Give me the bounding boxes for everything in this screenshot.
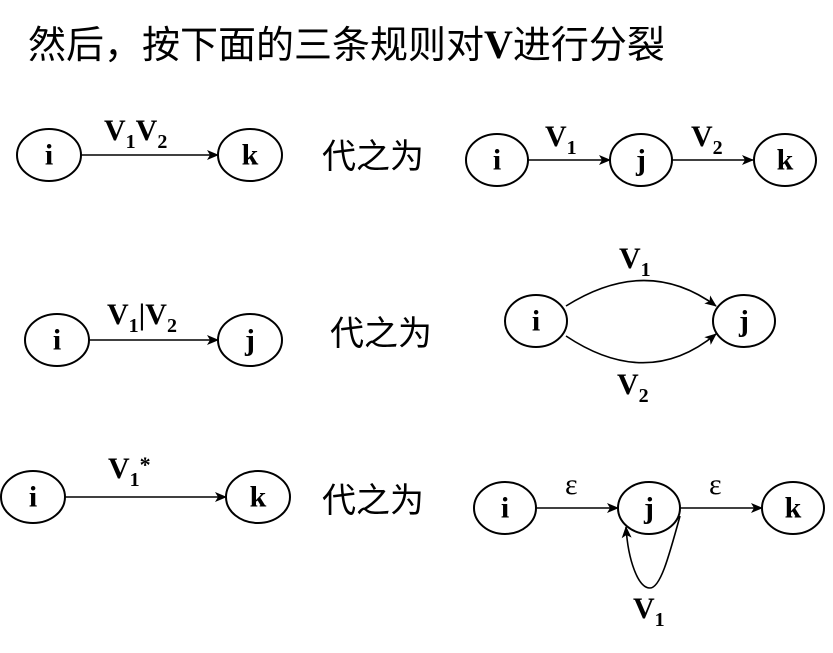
rule-1-lhs-node-k (217, 128, 283, 182)
rule-3: V1* i k 代之为 ε ε V1 i j k (0, 452, 825, 631)
rule-2-rhs: V1 V2 i j (504, 242, 776, 407)
rule-3-lhs-node-i (0, 470, 66, 524)
rule-2-lhs-node-j-label: j (244, 324, 255, 357)
rule-3-rhs-edge-2-label: ε (709, 468, 722, 501)
rule-2-rhs-node-i (504, 294, 568, 348)
rule-3-rhs-node-j-label: j (643, 492, 654, 525)
rule-3-rhs: ε ε V1 i j k (473, 468, 825, 631)
rule-1-rhs-edge-1-label: V1 (545, 120, 577, 159)
rule-3-rhs-loop-edge (621, 515, 681, 589)
rule-1-lhs-node-i-label: i (45, 139, 53, 172)
rule-1-rhs-node-j (609, 133, 673, 187)
page-title: 然后，按下面的三条规则对V进行分裂 (28, 14, 665, 69)
rule-1-lhs: V1V2 i k (16, 114, 283, 182)
rule-3-lhs: V1* i k (0, 452, 291, 524)
rule-2-rhs-edge-upper-label: V1 (619, 242, 651, 281)
rule-3-lhs-node-k (225, 470, 291, 524)
rule-2-replace-text: 代之为 (330, 314, 432, 354)
rule-3-rhs-node-i (473, 481, 537, 535)
rule-2-lhs-node-i (24, 313, 90, 367)
rule-1-rhs-node-k-label: k (777, 144, 794, 177)
rule-3-rhs-loop-label: V1 (633, 592, 665, 631)
rule-3-rhs-edge-1-label: ε (565, 468, 578, 501)
rule-1-rhs: V1 V2 i j k (465, 120, 817, 187)
title-after: 进行分裂 (512, 23, 665, 67)
rule-2-rhs-edge-lower-label: V2 (617, 368, 649, 407)
rule-2-lhs-node-j (217, 313, 283, 367)
rule-2-lhs: V1|V2 i j (24, 298, 283, 367)
rule-2-rhs-node-j (712, 294, 776, 348)
rule-1-lhs-node-k-label: k (242, 139, 259, 172)
rule-1-replace-text: 代之为 (322, 137, 424, 177)
rule-2: V1|V2 i j 代之为 V1 V2 i j (24, 242, 776, 407)
rule-2-rhs-node-j-label: j (738, 305, 749, 338)
rule-2-lhs-node-i-label: i (53, 324, 61, 357)
rule-3-lhs-label: V1* (108, 452, 151, 491)
rule-3-rhs-node-i-label: i (501, 492, 509, 525)
rule-3-replace-text: 代之为 (322, 481, 424, 521)
rule-2-lhs-label: V1|V2 (107, 298, 177, 337)
rule-1-lhs-node-i (16, 128, 82, 182)
rule-1-lhs-label: V1V2 (104, 114, 167, 153)
rule-1-rhs-node-i (465, 133, 529, 187)
rule-3-lhs-node-k-label: k (250, 481, 267, 514)
rule-1-rhs-node-j-label: j (635, 144, 646, 177)
rule-2-rhs-node-i-label: i (532, 305, 540, 338)
rule-2-rhs-edge-upper (565, 279, 717, 307)
rule-3-lhs-node-i-label: i (29, 481, 37, 514)
rule-2-rhs-edge-lower (565, 333, 717, 364)
title-before: 然后，按下面的三条规则对 (28, 23, 485, 67)
rule-1: V1V2 i k 代之为 V1 V2 i j k (16, 114, 817, 187)
rule-1-rhs-node-i-label: i (493, 144, 501, 177)
rule-3-rhs-node-j (617, 481, 681, 535)
title-symbol: V (484, 22, 513, 67)
rule-1-rhs-edge-2-label: V2 (691, 120, 723, 159)
rule-3-rhs-node-k-label: k (785, 492, 802, 525)
rule-3-rhs-node-k (761, 481, 825, 535)
rule-1-rhs-node-k (753, 133, 817, 187)
